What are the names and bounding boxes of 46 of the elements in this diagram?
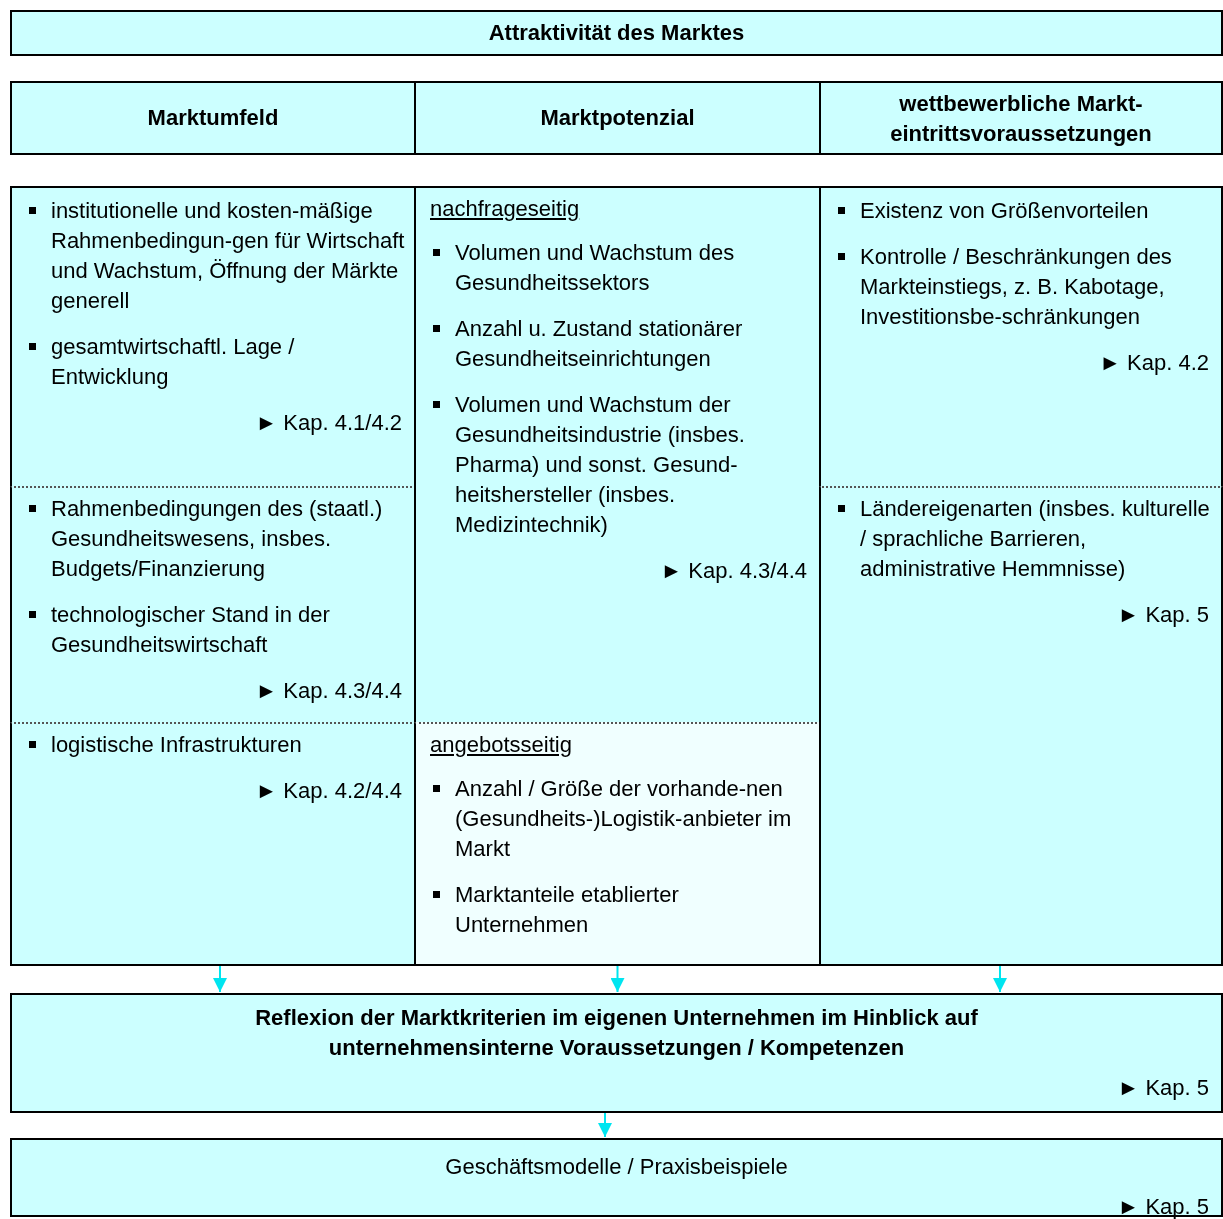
box-text: Geschäftsmodelle / Praxisbeispiele <box>444 1153 789 1181</box>
criteria-cell <box>414 186 821 724</box>
heading-text: Reflexion der Marktkriterien im eigenen Unternehmen im Hinblick auf unternehmensinterne Voraussetzungen / Kompetenzen <box>254 1004 979 1062</box>
chapter-reference: ► Kap. 4.2/4.4 <box>254 777 403 805</box>
bullet-item: technologischer Stand in der Gesundheitswirtschaft <box>12 600 414 660</box>
chapter-reference: ► Kap. 5 <box>1116 601 1210 629</box>
heading-text: Attraktivität des Marktes <box>487 19 746 47</box>
bullet-item: Ländereigenarten (insbes. kulturelle / sprachliche Barrieren, administrative Hemmnisse) <box>821 494 1221 584</box>
bullet-item: institutionelle und kosten-mäßige Rahmenbedingun-gen für Wirtschaft und Wachstum, Öffnung der Märkte generell <box>12 196 414 316</box>
criteria-cell <box>819 486 1223 966</box>
subheading-text: angebotsseitig <box>429 731 573 759</box>
heading-text: Marktpotenzial <box>539 104 696 132</box>
chapter-reference: ► Kap. 4.3/4.4 <box>254 677 403 705</box>
reflection-box <box>10 993 1223 1113</box>
chapter-reference: ► Kap. 4.2 <box>1098 349 1210 377</box>
arrow <box>993 965 1007 993</box>
arrow <box>610 965 625 993</box>
bullet-item: logistische Infrastrukturen <box>12 730 414 760</box>
criteria-cell <box>10 722 416 966</box>
bullet-item: Marktanteile etablierter Unternehmen <box>416 880 819 940</box>
chapter-reference: ► Kap. 4.3/4.4 <box>659 557 808 585</box>
chapter-reference: ► Kap. 5 <box>1116 1074 1210 1102</box>
bullet-item: Anzahl / Größe der vorhande-nen (Gesundheits-)Logistik-anbieter im Markt <box>416 774 819 864</box>
column-header <box>819 81 1223 155</box>
criteria-cell <box>414 722 821 966</box>
bullet-item: Rahmenbedingungen des (staatl.) Gesundheitswesens, insbes. Budgets/Finanzierung <box>12 494 414 584</box>
arrow <box>598 1112 612 1138</box>
bullet-item: Anzahl u. Zustand stationärer Gesundheitseinrichtungen <box>416 314 819 374</box>
column-header <box>10 81 416 155</box>
chapter-reference: ► Kap. 4.1/4.2 <box>254 409 403 437</box>
bullet-item: Volumen und Wachstum des Gesundheitssektors <box>416 238 819 298</box>
bullet-item: Volumen und Wachstum der Gesundheitsindustrie (insbes. Pharma) und sonst. Gesund-heitshersteller (insbes. Medizintechnik) <box>416 390 819 540</box>
heading-text: Marktumfeld <box>146 104 280 132</box>
result-box <box>10 1138 1223 1217</box>
arrow <box>213 965 227 993</box>
chapter-reference: ► Kap. 5 <box>1116 1193 1210 1219</box>
column-header <box>414 81 821 155</box>
bullet-item: Kontrolle / Beschränkungen des Markteinstiegs, z. B. Kabotage, Investitionsbe-schränkungen <box>821 242 1221 332</box>
subheading-text: nachfrageseitig <box>429 195 581 223</box>
bullet-item: gesamtwirtschaftl. Lage / Entwicklung <box>12 332 414 392</box>
title-bar <box>10 10 1223 56</box>
bullet-item: Existenz von Größenvorteilen <box>821 196 1221 226</box>
criteria-cell <box>10 186 416 488</box>
criteria-cell <box>10 486 416 724</box>
heading-text: wettbewerbliche Markt-eintrittsvoraussetzungen <box>889 90 1153 148</box>
criteria-cell <box>819 186 1223 488</box>
